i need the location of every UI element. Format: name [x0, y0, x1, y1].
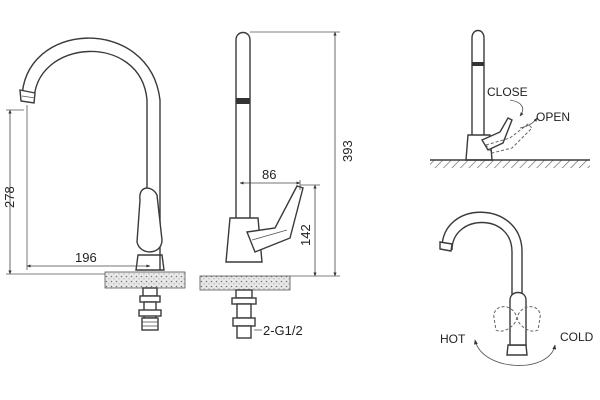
- hot-cold-view: HOT COLD: [439, 211, 594, 366]
- hot-label: HOT: [440, 332, 466, 346]
- dim-86-label: 86: [262, 167, 276, 182]
- hc-rotation-arrow: [474, 339, 557, 366]
- hc-spout-outer: [441, 211, 523, 345]
- side-countertop: [199, 275, 291, 291]
- hc-body-base: [506, 344, 528, 356]
- close-label: CLOSE: [487, 85, 528, 99]
- side-body: [225, 217, 263, 263]
- front-view: 278 196: [2, 37, 186, 331]
- open-label: OPEN: [536, 110, 570, 124]
- front-spout-inner: [33, 50, 148, 190]
- dim-393-label: 393: [340, 140, 355, 162]
- side-lever: [246, 185, 304, 253]
- hc-body: [509, 291, 527, 346]
- cold-label: COLD: [560, 330, 594, 344]
- front-lever: [136, 187, 163, 253]
- close-open-view: CLOSE OPEN: [430, 29, 590, 168]
- co-spout: [471, 29, 485, 135]
- front-spout-outer: [21, 37, 161, 270]
- dim-278-label: 278: [2, 186, 17, 208]
- hc-lever-cold: [516, 306, 541, 332]
- connection-label: 2-G1/2: [263, 323, 303, 338]
- front-countertop: [104, 271, 186, 289]
- co-lever-open: [485, 123, 533, 154]
- side-spout-aerator: [236, 98, 250, 104]
- hc-spout-inner: [451, 221, 513, 300]
- side-view: 2-G1/2 393 86 142: [199, 31, 355, 339]
- co-lever-closed: [480, 117, 513, 151]
- hc-lever-hot: [493, 306, 518, 332]
- side-spout: [235, 31, 251, 218]
- dim-196-label: 196: [75, 250, 97, 265]
- dim-142-label: 142: [298, 224, 313, 246]
